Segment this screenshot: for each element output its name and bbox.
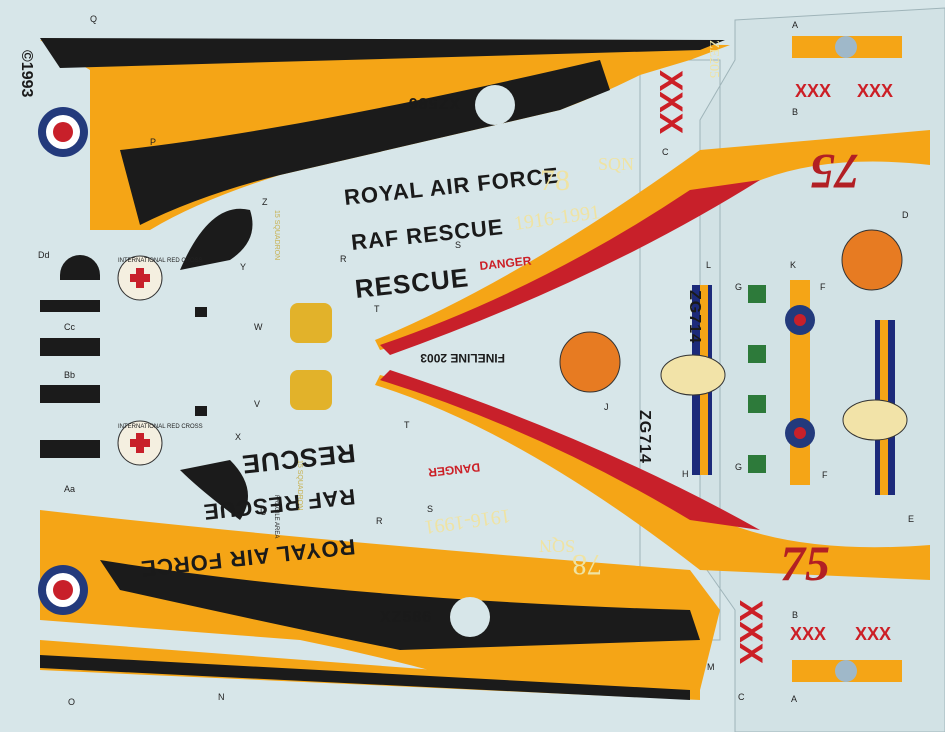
bottom-sqn-label: SQN [539, 536, 575, 556]
top-serial: XZ586 [408, 94, 460, 111]
svg-text:Cc: Cc [64, 322, 75, 332]
zg-code-2: ZG714 [636, 410, 653, 464]
svg-text:Bb: Bb [64, 370, 75, 380]
bottom-lower-black [40, 655, 690, 700]
svg-text:Z: Z [262, 197, 268, 207]
svg-text:S: S [427, 504, 433, 514]
bottom-roundel-red [53, 580, 73, 600]
svg-text:C: C [738, 692, 745, 702]
top-tail-red [380, 180, 760, 355]
svg-text:Dd: Dd [38, 250, 50, 260]
svg-text:N: N [218, 692, 225, 702]
svg-text:Aa: Aa [64, 484, 75, 494]
bottom-xxx-left: XXX [790, 624, 826, 644]
svg-text:V: V [254, 399, 260, 409]
zg-code-1: ZG714 [686, 290, 703, 344]
copyright: ©1993 [18, 50, 35, 97]
tiger-badge-left [559, 331, 621, 393]
svg-text:B: B [792, 107, 798, 117]
svg-text:J: J [604, 402, 609, 412]
svg-text:T: T [374, 304, 380, 314]
svg-text:A: A [791, 694, 797, 704]
svg-text:O: O [68, 697, 75, 707]
tiger-badge-right [841, 229, 903, 291]
bottom-black-stripe [100, 560, 700, 650]
shield-badge-1 [660, 354, 726, 396]
top-tail-number: 75 [810, 144, 860, 200]
svg-text:M: M [707, 662, 715, 672]
top-vert-code: ZE205 [706, 40, 721, 78]
bottom-sqn-number: 78 [572, 548, 602, 581]
reference-letters: Q P R S T Z Y W V X U Dd Cc Bb Aa A B C … [38, 14, 914, 707]
top-sqn-number: 78 [540, 164, 570, 197]
svg-text:W: W [254, 322, 263, 332]
svg-text:C: C [662, 147, 669, 157]
fragile-label: FRAGILE AREA [273, 495, 279, 538]
svg-text:H: H [682, 469, 689, 479]
svg-text:U: U [260, 507, 267, 517]
top-black-stripe-1 [40, 38, 725, 68]
top-window [475, 85, 515, 125]
bottom-xxx-right: XXX [855, 624, 891, 644]
svg-text:D: D [902, 210, 909, 220]
left-small-decals [40, 208, 253, 520]
svg-text:K: K [790, 260, 796, 270]
sqn-small-top: 15 SQUADRON [273, 210, 280, 260]
svg-text:R: R [376, 516, 383, 526]
svg-text:G: G [735, 282, 742, 292]
bottom-serial: XZ586 [380, 609, 432, 626]
lion-badge-2 [290, 370, 332, 410]
bottom-tail-red [380, 370, 760, 530]
svg-text:E: E [908, 514, 914, 524]
bottom-xxx-vertical: XXX [733, 600, 769, 665]
top-roundel-red [53, 122, 73, 142]
svg-text:R: R [340, 254, 347, 264]
top-sqn-label: SQN [598, 154, 634, 174]
svg-text:Q: Q [90, 14, 97, 24]
fineline-mark: FINELINE 2003 [420, 351, 505, 365]
svg-text:B: B [792, 610, 798, 620]
svg-text:A: A [792, 20, 798, 30]
sqn-small-bottom: 15 SQUADRON [296, 460, 303, 510]
bottom-tail-number: 75 [780, 535, 830, 591]
svg-text:P: P [150, 137, 156, 147]
green-flags [748, 285, 766, 473]
bottom-danger: DANGER [427, 460, 481, 479]
svg-text:T: T [404, 420, 410, 430]
top-rescue: RESCUE [353, 262, 470, 304]
top-royal-air-force: ROYAL AIR FORCE [343, 163, 560, 210]
top-danger: DANGER [479, 254, 533, 273]
tail-panel [639, 59, 721, 641]
top-xxx-left: XXX [795, 81, 831, 101]
svg-text:G: G [735, 462, 742, 472]
red-cross-text-2: INTERNATIONAL RED CROSS [118, 424, 203, 430]
shield-badge-2 [842, 399, 908, 441]
top-xxx-vertical: XXX [653, 70, 689, 135]
bottom-window [450, 597, 490, 637]
svg-text:S: S [455, 240, 461, 250]
red-cross-text-1: INTERNATIONAL RED CROSS [118, 258, 203, 264]
svg-text:Y: Y [240, 262, 246, 272]
top-raf-rescue: RAF RESCUE [350, 214, 505, 255]
bottom-years: 1916-1991 [423, 504, 512, 538]
top-xxx-right: XXX [857, 81, 893, 101]
lion-badge-1 [290, 303, 332, 343]
svg-text:F: F [820, 282, 826, 292]
svg-text:L: L [706, 260, 711, 270]
svg-text:X: X [235, 432, 241, 442]
svg-text:F: F [822, 470, 828, 480]
